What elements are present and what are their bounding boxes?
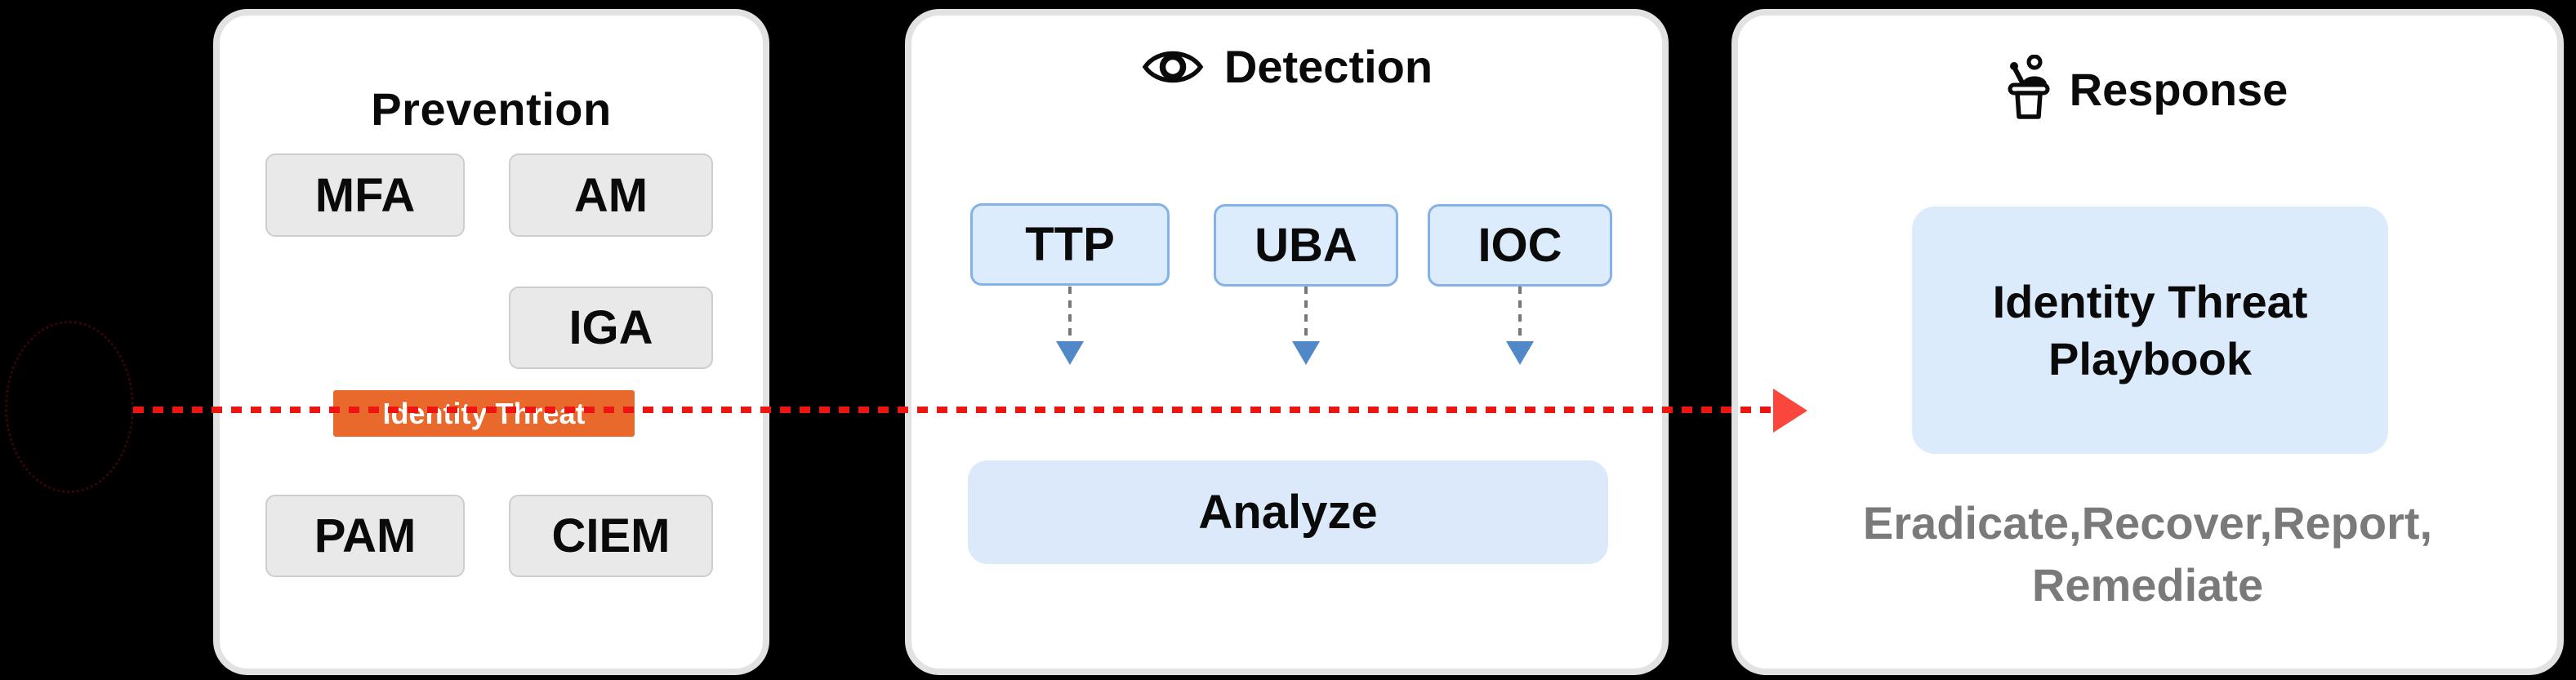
- identity-threat-playbook-box: Identity Threat Playbook: [1912, 207, 2388, 454]
- mfa-box: MFA: [265, 153, 465, 237]
- identity-threat-chip: Identity Threat: [333, 390, 635, 437]
- response-panel: Response Identity Threat Playbook Eradic…: [1731, 9, 2564, 675]
- response-title: Response: [2069, 63, 2289, 115]
- podium-icon: [2008, 55, 2050, 119]
- detection-panel: Detection TTP UBA IOC Analyze: [905, 9, 1669, 675]
- playbook-label-line1: Identity Threat: [1992, 275, 2308, 327]
- ioc-box: IOC: [1428, 204, 1612, 287]
- playbook-label-line2: Playbook: [2048, 332, 2252, 384]
- uba-box: UBA: [1214, 204, 1398, 287]
- uba-connector-line: [1304, 287, 1308, 337]
- threat-flow-arrowhead-icon: [1773, 389, 1807, 433]
- response-actions-text: Eradicate,Recover,Report, Remediate: [1738, 492, 2557, 616]
- prevention-panel: Prevention MFA AM IGA PAM CIEM Identity …: [213, 9, 769, 675]
- uba-down-arrowhead-icon: [1292, 341, 1320, 365]
- ttp-down-arrowhead-icon: [1056, 341, 1084, 365]
- faint-threat-actor-glyph: [5, 321, 134, 493]
- ciem-box: CIEM: [509, 495, 713, 577]
- pam-box: PAM: [265, 495, 465, 577]
- prevention-title: Prevention: [371, 83, 612, 136]
- response-title-row: Response: [1738, 55, 2557, 123]
- response-actions-line1: Eradicate,Recover,Report,: [1862, 497, 2433, 549]
- threat-flow-dashed-line: [133, 407, 1773, 413]
- am-box: AM: [509, 153, 713, 237]
- ioc-down-arrowhead-icon: [1506, 341, 1534, 365]
- detection-title: Detection: [1223, 41, 1433, 92]
- response-actions-line2: Remediate: [2031, 559, 2264, 611]
- ioc-connector-line: [1518, 287, 1522, 337]
- ttp-connector-line: [1068, 287, 1072, 337]
- eye-icon: [1142, 51, 1204, 82]
- iga-box: IGA: [509, 287, 713, 369]
- detection-title-row: Detection: [911, 40, 1662, 93]
- ttp-box: TTP: [970, 203, 1170, 286]
- analyze-box: Analyze: [968, 460, 1608, 564]
